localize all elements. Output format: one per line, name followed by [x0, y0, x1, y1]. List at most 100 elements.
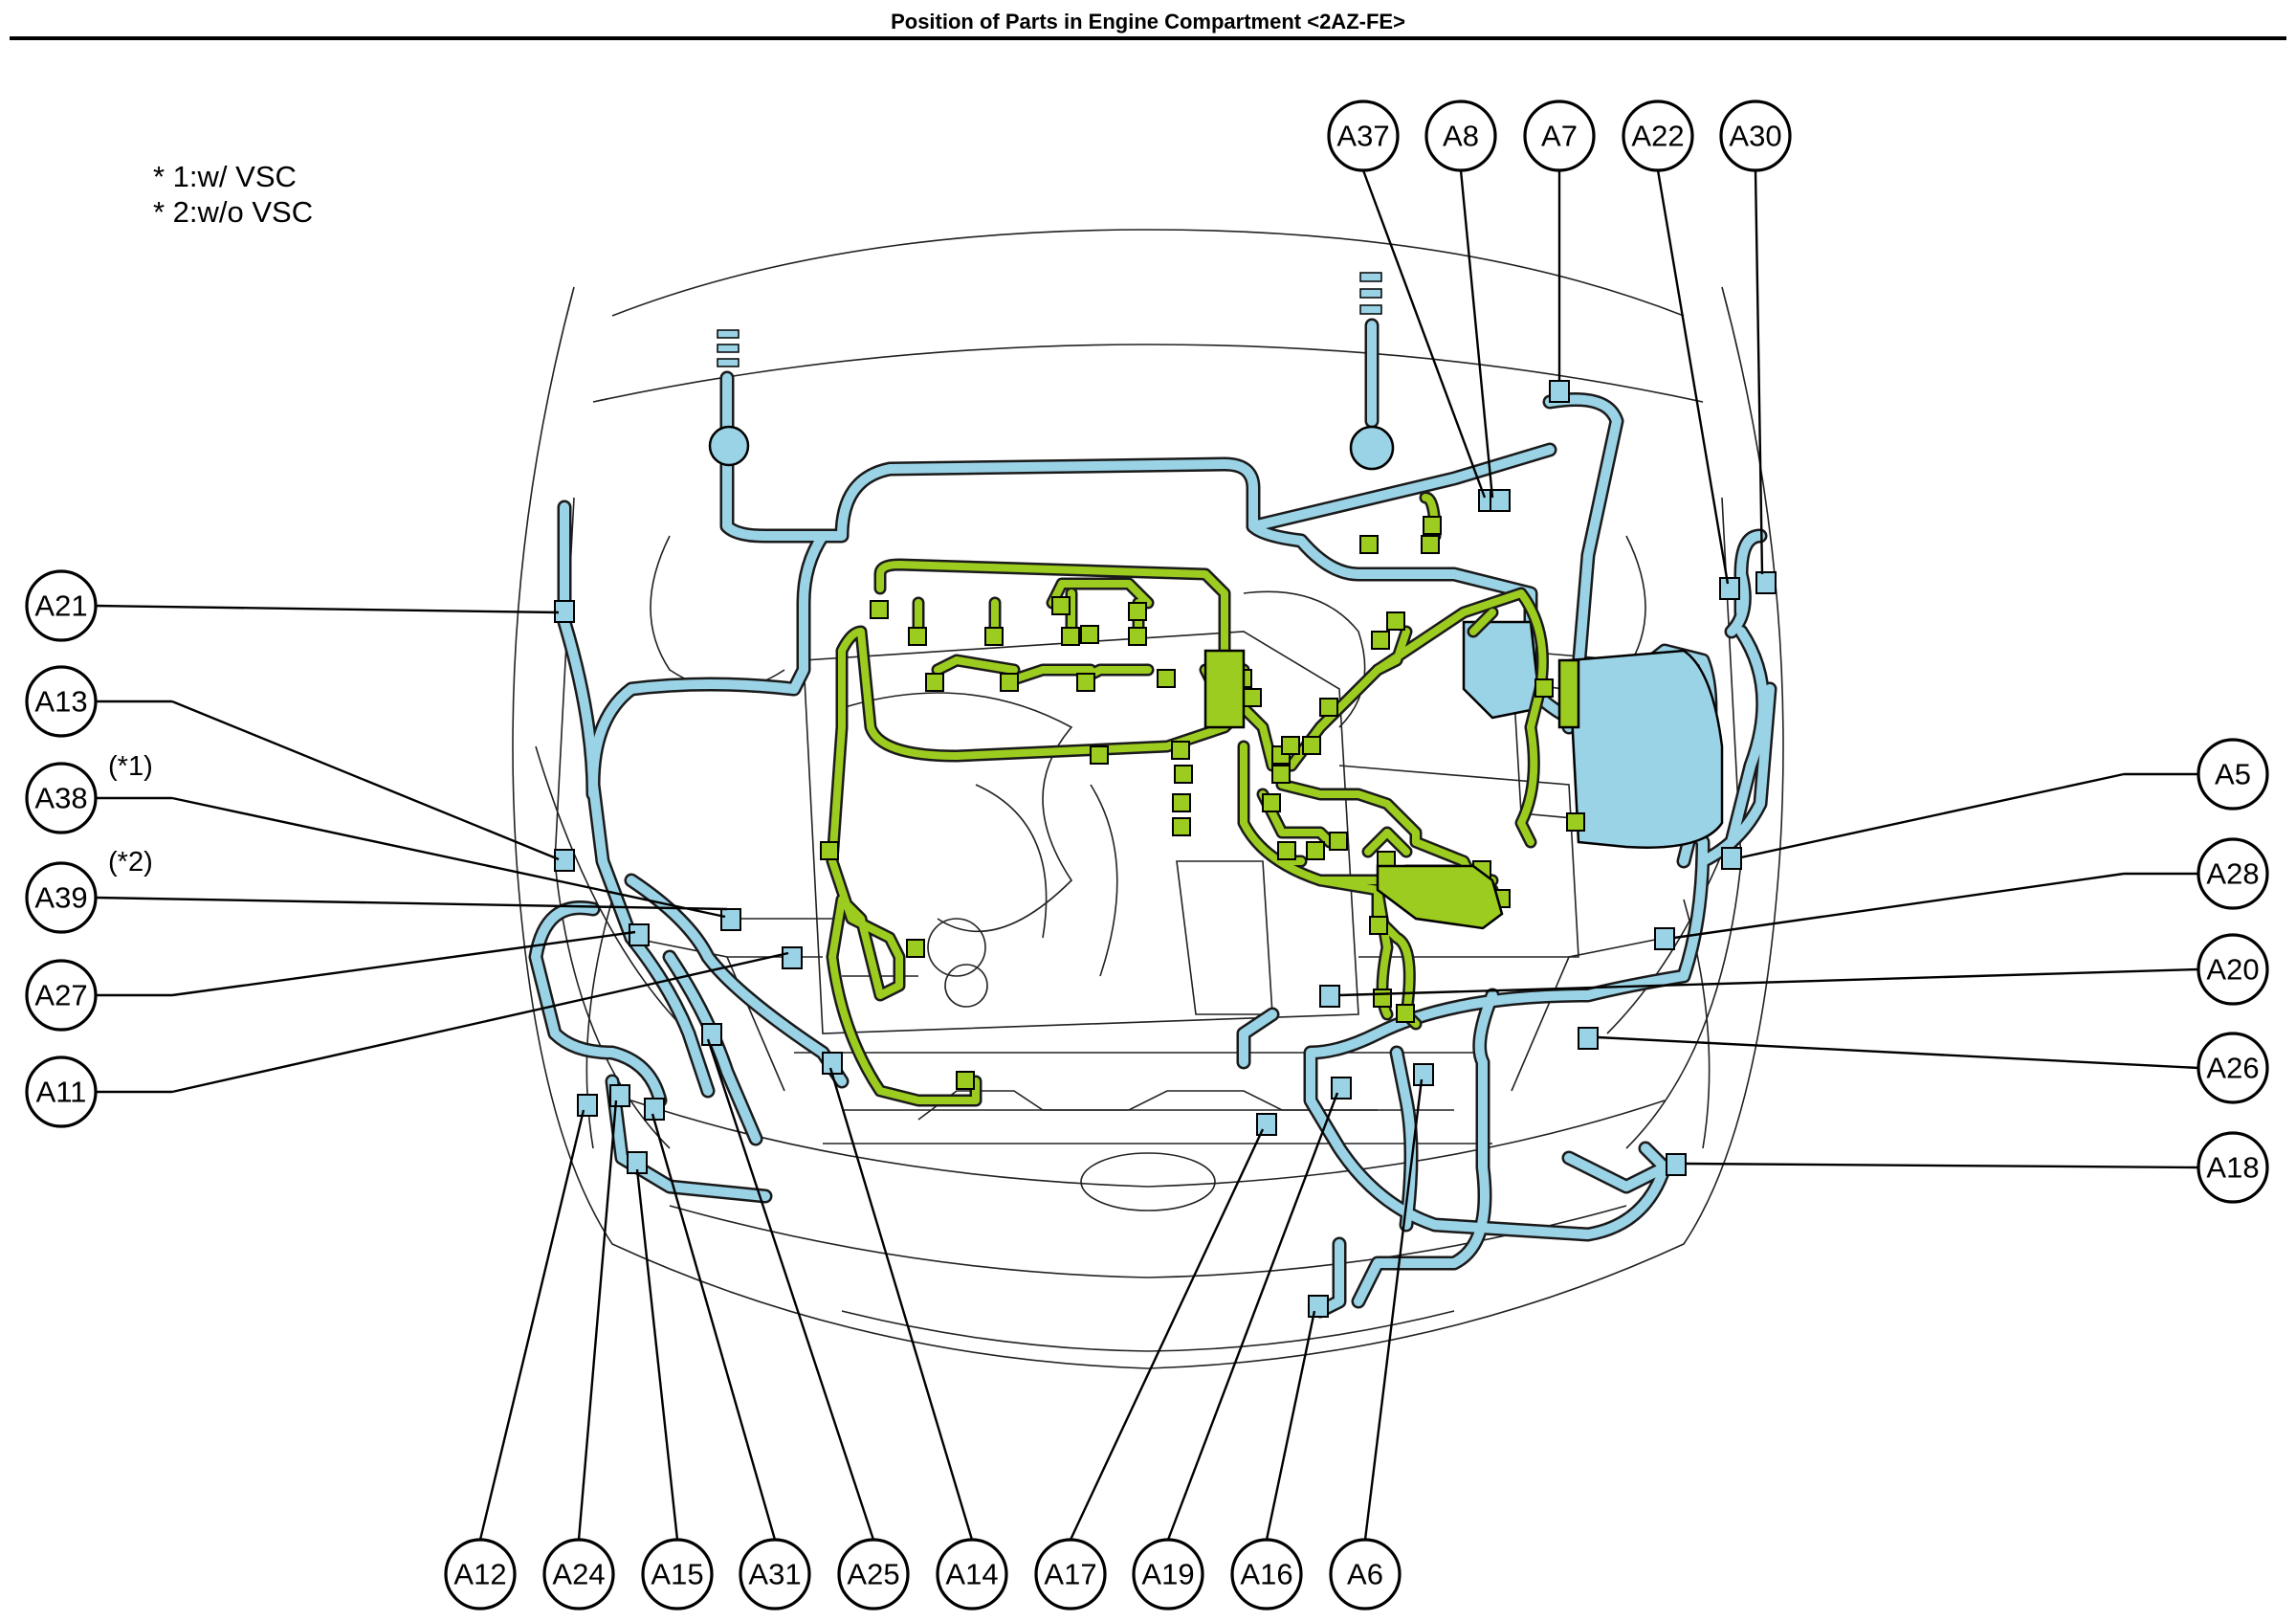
leader-A14 — [828, 1067, 974, 1541]
callout-A8: A8 — [1424, 100, 1497, 172]
connector-A28 — [1654, 927, 1675, 950]
callout-A20: A20 — [2197, 933, 2269, 1006]
svg-text:A17: A17 — [1044, 1558, 1096, 1591]
callout-A31: A31 — [739, 1538, 811, 1611]
page-title: Position of Parts in Engine Compartment … — [891, 10, 1405, 33]
engine-wire-connector — [1128, 627, 1147, 646]
callout-A22: A22 — [1622, 100, 1694, 172]
callout-A16: A16 — [1230, 1538, 1303, 1611]
engine-wire-junction — [1376, 864, 1504, 930]
option-note-a39: (*2) — [108, 847, 153, 878]
callout-A39: A39 — [25, 861, 98, 934]
svg-text:A27: A27 — [34, 979, 87, 1012]
leader-A27b — [171, 930, 636, 997]
callout-A26: A26 — [2197, 1032, 2269, 1104]
callout-A15: A15 — [641, 1538, 714, 1611]
engine-wire-connector — [1174, 765, 1193, 784]
callout-A18: A18 — [2197, 1131, 2269, 1204]
svg-text:A11: A11 — [36, 1076, 87, 1109]
engine-wire-connector — [1157, 669, 1176, 688]
svg-text:A30: A30 — [1729, 120, 1781, 153]
connector-A27 — [629, 923, 650, 946]
leader-A18 — [1685, 1162, 2199, 1169]
connector-A17 — [1256, 1113, 1277, 1136]
svg-text:A16: A16 — [1240, 1558, 1292, 1591]
leader-A12 — [478, 1109, 585, 1541]
callout-A37: A37 — [1327, 100, 1400, 172]
callout-A12: A12 — [444, 1538, 517, 1611]
engine-wire-connector — [1359, 535, 1379, 554]
wiper-studs — [708, 272, 1395, 471]
relay-block-wire — [1557, 658, 1580, 729]
leader-A8 — [1459, 169, 1494, 499]
note-vsc: * 1:w/ VSC — [153, 160, 297, 193]
leader-A17 — [1069, 1128, 1265, 1541]
connector-A24 — [609, 1084, 630, 1107]
callout-A19: A19 — [1132, 1538, 1204, 1611]
engine-wire-connector — [1271, 765, 1291, 784]
callout-A21: A21 — [25, 569, 98, 642]
engine-wire-connector — [1076, 673, 1095, 692]
leader-A11b — [171, 951, 789, 1094]
svg-text:A12: A12 — [453, 1558, 506, 1591]
leader-A26 — [1597, 1035, 2199, 1070]
leader-A15 — [635, 1168, 679, 1541]
engine-room-harness — [528, 392, 1777, 1319]
svg-text:A22: A22 — [1631, 120, 1684, 153]
engine-wire-bundle — [1203, 649, 1246, 729]
svg-text:A6: A6 — [1347, 1558, 1383, 1591]
svg-text:A14: A14 — [945, 1558, 998, 1591]
engine-wire-connector — [1262, 793, 1281, 812]
leader-A13b — [171, 700, 560, 861]
callout-A30: A30 — [1719, 100, 1792, 172]
callout-A38: A38 — [25, 762, 98, 834]
svg-text:A13: A13 — [34, 685, 87, 719]
engine-wire-connector — [1277, 841, 1296, 860]
svg-text:A21: A21 — [34, 589, 87, 623]
callout-A14: A14 — [936, 1538, 1008, 1611]
connector-A18 — [1666, 1153, 1687, 1176]
svg-text:A37: A37 — [1336, 120, 1389, 153]
connector-A8 — [1490, 489, 1511, 512]
connector-A26 — [1578, 1027, 1599, 1050]
leader-A21 — [95, 604, 560, 614]
connector-A11 — [782, 946, 803, 969]
callout-A11: A11 — [25, 1055, 98, 1128]
svg-text:A8: A8 — [1443, 120, 1479, 153]
leader-A24 — [577, 1100, 618, 1541]
connector-A6 — [1413, 1063, 1434, 1086]
svg-text:A28: A28 — [2206, 857, 2259, 891]
callout-A27: A27 — [25, 959, 98, 1032]
leader-A16 — [1265, 1310, 1316, 1541]
svg-text:A31: A31 — [748, 1558, 801, 1591]
leader-A19 — [1166, 1092, 1339, 1541]
option-note-a38: (*1) — [108, 751, 153, 782]
svg-text:A20: A20 — [2206, 953, 2259, 987]
connector-A13 — [554, 849, 575, 872]
callout-A17: A17 — [1034, 1538, 1107, 1611]
callout-A6: A6 — [1329, 1538, 1402, 1611]
engine-wire-connector — [1172, 793, 1191, 812]
engine-wire-connector — [1423, 516, 1442, 535]
engine-wire-connector — [1534, 678, 1554, 698]
callout-A24: A24 — [542, 1538, 615, 1611]
leader-A38b — [171, 796, 726, 919]
engine-wire-connector — [1171, 741, 1190, 760]
leader-A5b — [1740, 772, 2125, 859]
callout-A7: A7 — [1523, 100, 1596, 172]
engine-wire-connector — [1051, 596, 1071, 615]
engine-wire-connector — [1329, 832, 1348, 851]
callout-A13: A13 — [25, 665, 98, 738]
engine-room-harness-fill — [531, 394, 1775, 1316]
engine-wire-connector — [1396, 1004, 1415, 1023]
note-no-vsc: * 2:w/o VSC — [153, 195, 313, 229]
engine-wire-connector — [1319, 698, 1338, 717]
engine-wire-connector — [956, 1071, 975, 1090]
connector-A16 — [1308, 1295, 1329, 1318]
leader-A22 — [1656, 169, 1730, 585]
callout-A28: A28 — [2197, 837, 2269, 910]
engine-wire-connector — [870, 600, 889, 619]
svg-text:A39: A39 — [34, 881, 87, 915]
engine-wire-connector — [1306, 841, 1325, 860]
engine-wire-connector — [1090, 745, 1109, 765]
